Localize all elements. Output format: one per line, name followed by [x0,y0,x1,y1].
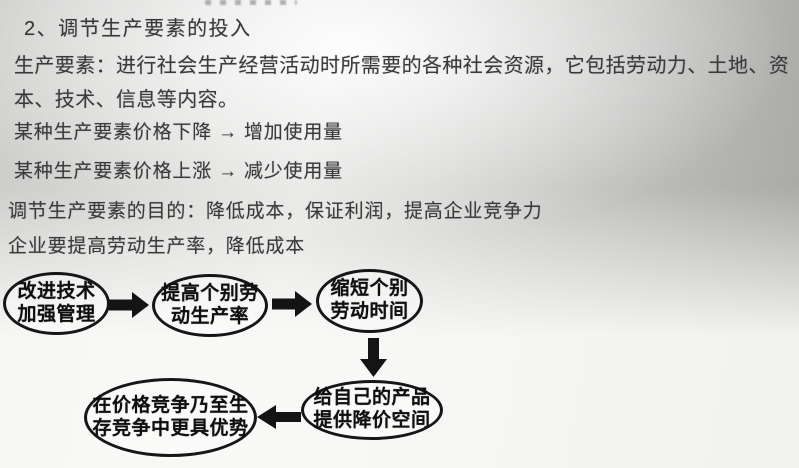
flow-node-raise-individual-productivity: 提高个别劳 动生产率 [152,274,268,337]
flow-node-price-cut-room: 给自己的产品 提供降价空间 [301,380,443,440]
flow-arrow-right-icon [109,292,149,318]
flow-node-label: 提高个别劳 [161,282,259,304]
flow-arrow-down-icon [360,338,387,377]
flow-node-label: 动生产率 [170,305,249,327]
flow-node-label: 提供降价空间 [313,410,431,431]
flow-node-label: 给自己的产品 [313,387,431,409]
flow-node-label: 缩短个别 [330,278,409,300]
flow-node-shorten-individual-labor-time: 缩短个别 劳动时间 [316,269,423,333]
flow-node-competition-advantage: 在价格竞争乃至生 存竞争中更具优势 [84,378,257,457]
price-down-line: 某种生产要素价格下降 → 增加使用量 [14,122,343,143]
flow-node-label: 劳动时间 [330,301,409,322]
price-up-line: 某种生产要素价格上涨 → 减少使用量 [14,161,343,182]
cropped-previous-line-remnant [205,0,297,5]
flow-node-label: 在价格竞争乃至生 [92,394,249,416]
flow-node-label: 改进技术 [17,280,96,302]
productivity-line: 企业要提高劳动生产率，降低成本 [8,236,306,257]
definition-paragraph: 生产要素：进行社会生产经营活动时所需要的各种社会资源，它包括劳动力、土地、资本、… [14,55,790,111]
flow-node-label: 存竞争中更具优势 [92,417,249,439]
flow-arrow-left-icon [257,405,301,429]
purpose-line: 调节生产要素的目的：降低成本，保证利润，提高企业竞争力 [8,201,543,222]
flow-node-improve-tech-management: 改进技术 加强管理 [3,272,110,335]
section-heading: 2、调节生产要素的投入 [24,18,252,40]
flow-node-label: 加强管理 [17,303,96,325]
flow-arrow-right-icon [272,291,312,317]
